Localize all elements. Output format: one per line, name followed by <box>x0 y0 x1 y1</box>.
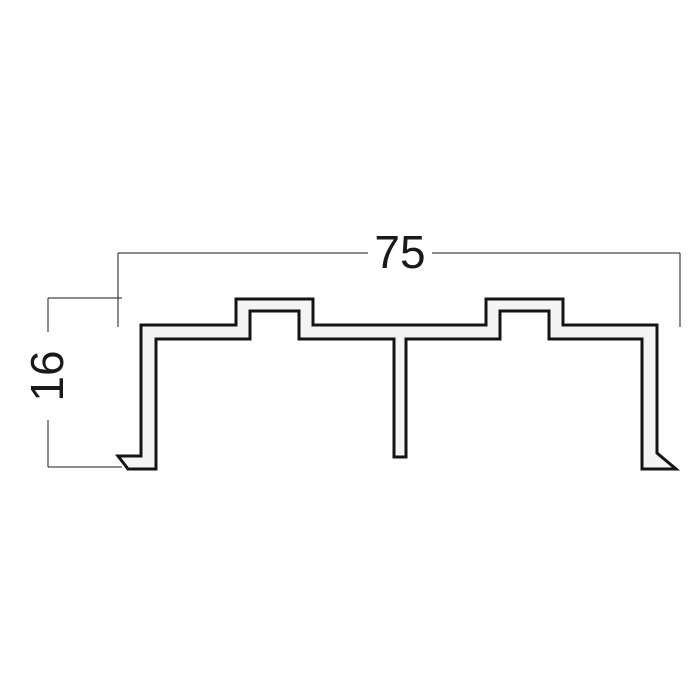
width-dimension: 75 <box>117 226 681 327</box>
profile-section <box>114 297 681 471</box>
width-dimension-label: 75 <box>374 226 425 278</box>
height-dimension: 16 <box>21 297 122 468</box>
height-dimension-label: 16 <box>21 350 73 401</box>
